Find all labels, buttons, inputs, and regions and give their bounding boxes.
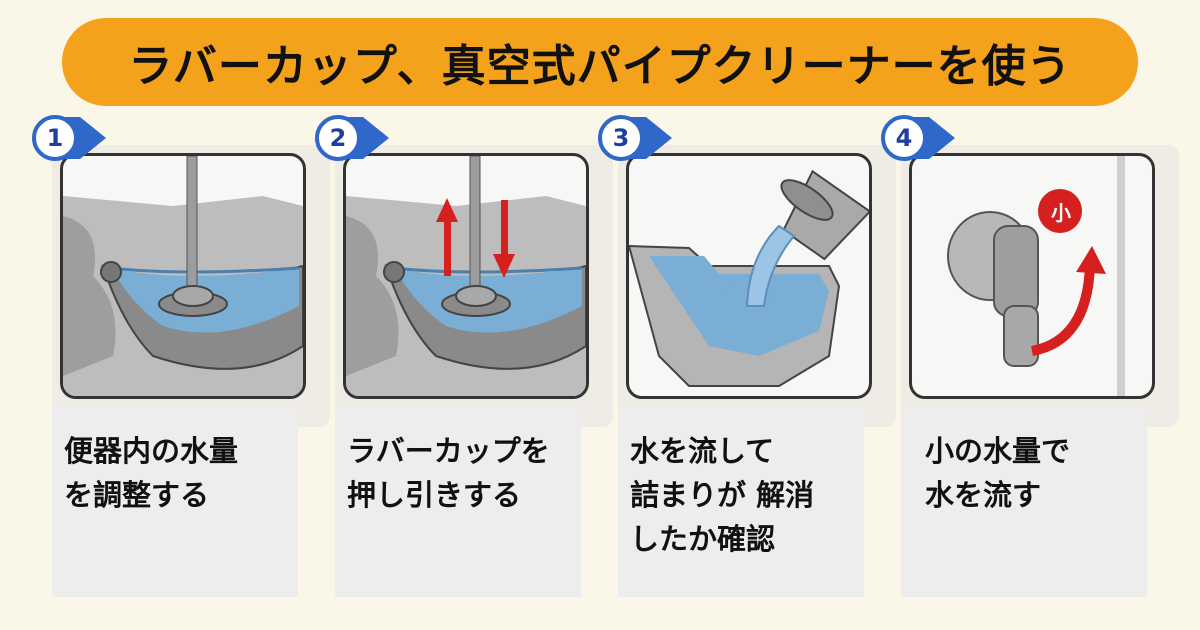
step-4-card: 小 4 小の水量で 水を流す — [881, 115, 1179, 600]
step-4-badge: 4 — [881, 115, 961, 161]
caption-line: 便器内の水量 — [64, 434, 239, 468]
step-3-caption: 水を流して 詰まりが 解消 したか確認 — [618, 405, 864, 597]
step-1-frame — [52, 145, 330, 427]
toilet-plunger-push-pull-illustration — [346, 156, 586, 396]
rotate-arrow-icon — [1030, 246, 1106, 356]
caption-line: 押し引きする — [347, 478, 522, 512]
step-2-caption: ラバーカップを 押し引きする — [335, 405, 581, 597]
caption-line: 小の水量で — [925, 434, 1071, 468]
step-3-badge: 3 — [598, 115, 678, 161]
caption-line: を調整する — [64, 478, 210, 512]
step-4-number: 4 — [895, 124, 913, 152]
caption-line: 詰まりが 解消 — [630, 478, 815, 512]
step-2-frame — [335, 145, 613, 427]
badge-pointer-icon — [881, 115, 955, 161]
step-1-caption: 便器内の水量 を調整する — [52, 405, 298, 597]
step-1-number: 1 — [46, 124, 64, 152]
up-arrow-icon — [436, 198, 458, 276]
step-2-number: 2 — [329, 124, 347, 152]
page-title: ラバーカップ、真空式パイプクリーナーを使う — [128, 41, 1072, 92]
step-3-number: 3 — [612, 124, 630, 152]
step-2-card: 2 ラバーカップを 押し引きする — [315, 115, 613, 600]
toilet-bucket-pour-illustration — [629, 169, 869, 387]
step-4-caption: 小の水量で 水を流す — [901, 405, 1147, 597]
step-2-illustration — [343, 153, 589, 399]
step-3-frame — [618, 145, 896, 427]
step-4-illustration: 小 — [909, 153, 1155, 399]
small-flush-label: 小 — [1051, 201, 1071, 225]
down-arrow-icon — [493, 200, 515, 278]
caption-line: ラバーカップを — [347, 434, 550, 468]
bucket-icon — [780, 169, 869, 261]
step-4-frame: 小 — [901, 145, 1179, 427]
step-1-card: 1 便器内の水量 を調整する — [32, 115, 330, 600]
caption-line: 水を流す — [925, 478, 1042, 512]
toilet-plunger-illustration — [63, 156, 303, 396]
badge-pointer-icon — [32, 115, 106, 161]
step-3-illustration — [626, 153, 872, 399]
badge-pointer-icon — [315, 115, 389, 161]
step-2-badge: 2 — [315, 115, 395, 161]
flush-lever-illustration — [947, 156, 1125, 396]
step-1-illustration — [60, 153, 306, 399]
step-3-card: 3 水を流して 詰まりが 解消 したか確認 — [598, 115, 896, 600]
step-1-badge: 1 — [32, 115, 112, 161]
flush-lever-icon — [947, 211, 1039, 367]
title-banner: ラバーカップ、真空式パイプクリーナーを使う — [62, 18, 1138, 106]
caption-line: 水を流して — [630, 434, 775, 468]
badge-pointer-icon — [598, 115, 672, 161]
caption-line: したか確認 — [630, 522, 776, 556]
